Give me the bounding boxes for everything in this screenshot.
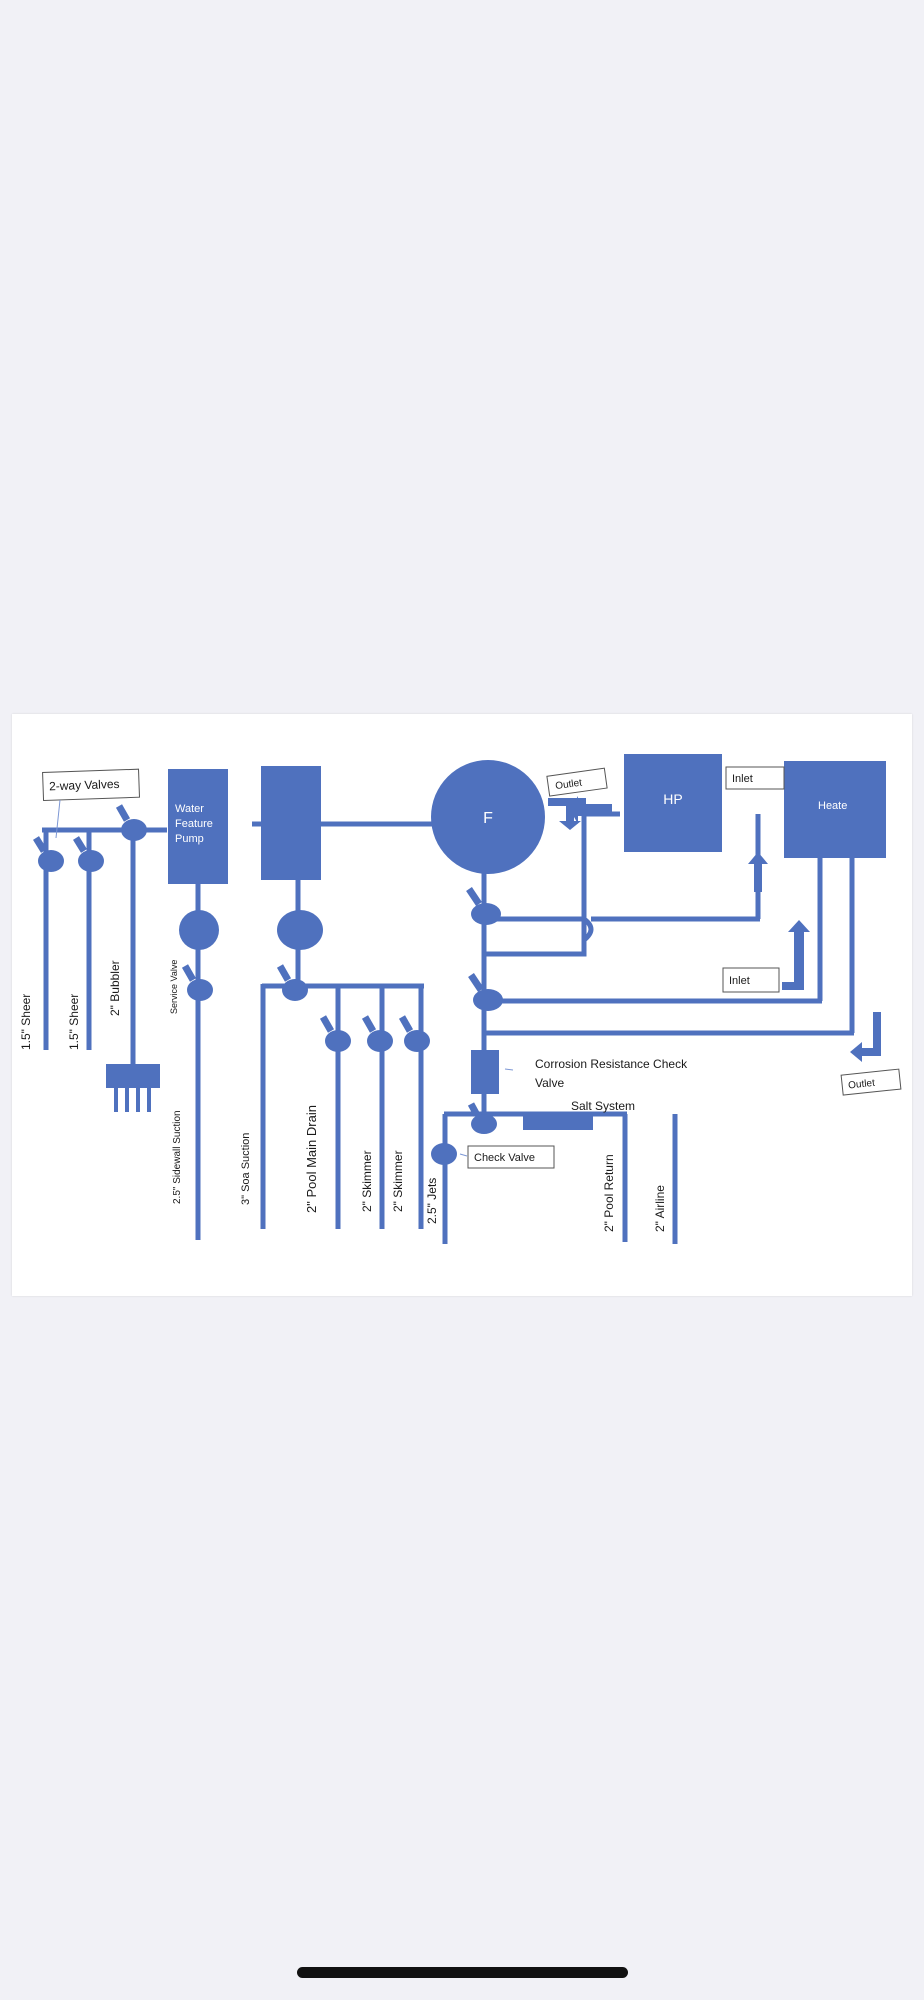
valve-heater xyxy=(468,973,503,1011)
main-pump xyxy=(261,766,321,880)
callout-check-valve: Check Valve xyxy=(467,1145,555,1169)
valve-sheer-2 xyxy=(73,836,104,872)
callout-outlet-hp: Outlet xyxy=(546,767,608,797)
valve-service xyxy=(181,964,213,1001)
svg-text:Inlet: Inlet xyxy=(732,773,753,785)
valve-filter-outlet xyxy=(466,887,501,925)
callout-two-way-valves: 2-way Valves xyxy=(42,768,141,802)
check-valve xyxy=(431,1143,457,1165)
main-pump-strainer xyxy=(277,910,323,950)
label-pool-main-drain: 2" Pool Main Drain xyxy=(304,1105,319,1213)
plumbing-diagram: Water Feature Pump F HP Heate xyxy=(19,754,902,1244)
heat-pump xyxy=(624,754,722,852)
flow-arrow-lower-inlet-base xyxy=(782,982,804,990)
flow-arrow-outlet-right xyxy=(850,1012,881,1062)
filter xyxy=(431,760,545,874)
label-skimmer-2: 2" Skimmer xyxy=(391,1150,405,1212)
water-feature-pump-label-1: Water xyxy=(175,803,204,815)
label-sidewall-suction: 2.5" Sidewall Suction xyxy=(172,1110,183,1204)
feature-pump-strainer xyxy=(179,910,219,950)
components: Water Feature Pump F HP Heate xyxy=(106,754,886,1130)
flow-arrow-lower-inlet xyxy=(788,920,810,986)
label-bubbler: 2" Bubbler xyxy=(108,960,122,1016)
valve-skimmer-2 xyxy=(398,1015,430,1052)
callout-outlet-right: Outlet xyxy=(840,1068,902,1096)
home-indicator[interactable] xyxy=(297,1967,628,1978)
label-airline: 2" Airline xyxy=(653,1185,667,1232)
callouts: 2-way Valves Outlet Inlet Inlet Outlet C… xyxy=(42,766,902,1169)
flow-arrow-hp-inlet xyxy=(570,796,612,824)
bubbler-manifold xyxy=(106,1064,160,1088)
label-sheer-1: 1.5" Sheer xyxy=(19,994,33,1050)
pipe-crossover-jump xyxy=(582,916,594,942)
valve-bubbler xyxy=(115,804,147,841)
heater xyxy=(784,761,886,858)
pipe-network xyxy=(42,811,855,1244)
label-spa-suction: 3" Soa Suction xyxy=(240,1133,252,1205)
valve-main-drain xyxy=(319,1015,351,1052)
label-skimmer-1: 2" Skimmer xyxy=(360,1150,374,1212)
corrosion-check-valve-label-2: Valve xyxy=(535,1076,564,1090)
flow-arrow-hp-upstream xyxy=(748,852,768,892)
corrosion-check-valve xyxy=(471,1050,499,1094)
label-pool-return: 2" Pool Return xyxy=(602,1154,616,1232)
salt-system-label: Salt System xyxy=(571,1099,635,1113)
flow-arrow-hp-outlet xyxy=(548,798,586,830)
heater-label: Heate xyxy=(818,800,847,812)
bubbler-nozzles xyxy=(114,1086,151,1112)
callout-inlet-top: Inlet xyxy=(725,766,785,790)
corrosion-check-valve-label-1: Corrosion Resistance Check xyxy=(535,1057,688,1071)
svg-text:Check Valve: Check Valve xyxy=(474,1152,535,1164)
svg-text:Outlet: Outlet xyxy=(848,1078,876,1092)
water-feature-pump xyxy=(168,769,228,884)
water-feature-pump-label-3: Pump xyxy=(175,833,204,845)
label-jets: 2.5" Jets xyxy=(425,1178,439,1224)
valve-return xyxy=(467,1102,497,1134)
flow-arrows xyxy=(548,796,881,1062)
water-feature-pump-label-2: Feature xyxy=(175,818,213,830)
service-valve-label: Service Valve xyxy=(169,960,179,1014)
label-sheer-2: 1.5" Sheer xyxy=(67,994,81,1050)
valve-sheer-1 xyxy=(33,836,64,872)
svg-text:Inlet: Inlet xyxy=(729,975,750,987)
salt-cell xyxy=(523,1116,593,1130)
callout-two-way-valves-leader xyxy=(55,799,61,839)
filter-label: F xyxy=(483,810,493,827)
callout-inlet-lower: Inlet xyxy=(722,967,780,993)
heat-pump-label: HP xyxy=(663,791,682,807)
valve-skimmer-1 xyxy=(361,1015,393,1052)
callout-corrosion-valve-leader xyxy=(504,1068,514,1071)
diagram-sheet: Water Feature Pump F HP Heate xyxy=(12,714,912,1296)
callout-check-valve-leader xyxy=(459,1153,468,1157)
labels: Corrosion Resistance Check Valve Salt Sy… xyxy=(169,960,688,1113)
svg-text:Outlet: Outlet xyxy=(555,777,583,792)
svg-text:2-way Valves: 2-way Valves xyxy=(49,777,120,793)
pipe-labels: 1.5" Sheer 1.5" Sheer 2" Bubbler 2.5" Si… xyxy=(19,960,667,1232)
valve-spa-suction xyxy=(276,964,308,1001)
valves xyxy=(33,804,503,1165)
